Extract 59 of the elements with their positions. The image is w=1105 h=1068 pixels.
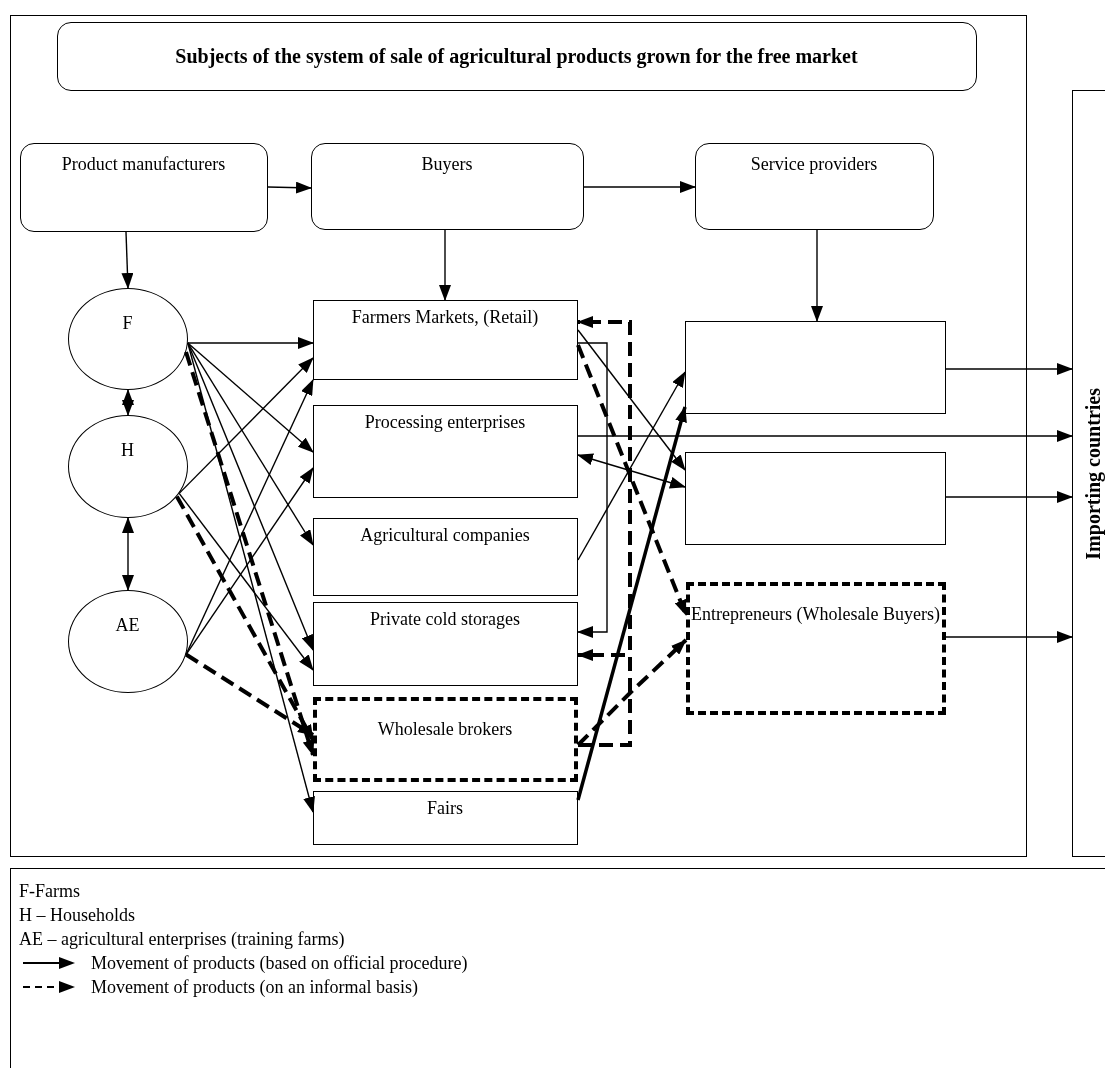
legend-note: AE – agricultural enterprises (training farms) [19, 928, 346, 951]
arrow [187, 337, 314, 349]
process-box [312, 790, 578, 845]
arrow [577, 649, 632, 747]
legend-label: Movement of products (based on official procedure) [91, 952, 468, 975]
node-label: Service providers [750, 153, 878, 176]
arrow [576, 406, 687, 801]
dashed-box [312, 696, 578, 782]
node-label: Subjects of the system of sale of agricultural products grown for the free market [175, 44, 858, 68]
arrow [187, 342, 314, 546]
node-label: Agricultural companies [360, 524, 530, 547]
node-label: Entrepreneurs (Wholesale Buyers) [691, 603, 940, 626]
process-box [684, 451, 946, 545]
legend-note: H – Households [19, 904, 136, 927]
rounded-box [694, 142, 934, 230]
node-label: H [121, 439, 134, 462]
arrow [577, 371, 686, 561]
arrow [945, 491, 1073, 503]
legend-note: F-Farms [19, 880, 81, 903]
arrow [945, 631, 1073, 643]
process-box [312, 601, 578, 686]
arrow [439, 229, 451, 301]
side-box [1072, 90, 1105, 857]
arrow [178, 492, 314, 671]
arrow [267, 181, 312, 194]
process-box [312, 299, 578, 380]
node-label: Farmers Markets, (Retail) [351, 306, 539, 329]
arrow [583, 181, 696, 193]
process-box [312, 517, 578, 596]
arrow [577, 430, 1073, 442]
arrow [122, 517, 134, 591]
process-box [312, 404, 578, 498]
node-label: Wholesale brokers [377, 718, 513, 741]
rounded-box [19, 142, 268, 232]
node-label: Processing enterprises [364, 411, 526, 434]
frame-border [10, 15, 1027, 857]
arrow [187, 342, 315, 813]
node-label: Buyers [421, 153, 473, 176]
node-label: Fairs [427, 797, 463, 820]
node-label: AE [115, 614, 140, 637]
arrow [577, 329, 686, 471]
title-box [56, 21, 977, 91]
dashed-box [685, 581, 946, 715]
arrow [121, 231, 134, 289]
arrow [122, 389, 134, 416]
arrow [811, 229, 823, 322]
arrow [187, 342, 314, 453]
arrow [945, 363, 1073, 375]
arrow [577, 453, 686, 489]
arrow [577, 342, 608, 638]
node-label: Importing countries [1080, 387, 1105, 560]
node-label: F [122, 312, 133, 335]
arrow [185, 467, 314, 656]
node-label: Product manufacturers [61, 153, 226, 176]
arrow [178, 357, 314, 495]
legend-label: Movement of products (on an informal basis) [91, 976, 418, 999]
rounded-box [310, 142, 584, 230]
node-label: Private cold storages [370, 608, 520, 631]
process-box [684, 320, 946, 414]
